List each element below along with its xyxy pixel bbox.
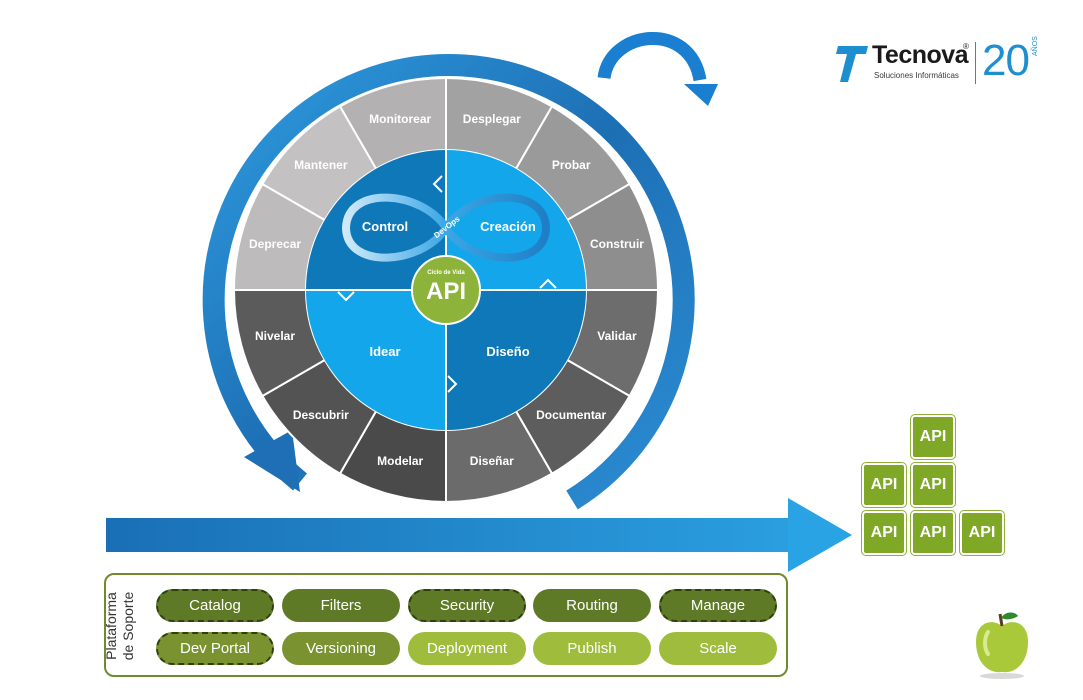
- pill-versioning: Versioning: [282, 632, 400, 665]
- platform-label-line2: de Soporte: [120, 591, 136, 661]
- arrow-right-bottom: [447, 375, 458, 393]
- center-circle: [411, 255, 481, 325]
- outer-ring: [232, 76, 660, 504]
- ring-label: Desplegar: [463, 112, 521, 126]
- arrow-up-right: [539, 278, 557, 289]
- quadrant-label-diseno: Diseño: [486, 344, 529, 359]
- arrow-down-left: [337, 291, 355, 302]
- api-block: API: [960, 511, 1004, 555]
- ring-label: Descubrir: [293, 408, 349, 422]
- pill-publish: Publish: [533, 632, 651, 665]
- ring-segment: [261, 105, 378, 222]
- logo-divider: [975, 42, 976, 84]
- ring-label: Probar: [552, 158, 591, 172]
- pill-filters: Filters: [282, 589, 400, 622]
- platform-label-line1: Plataforma: [103, 592, 119, 660]
- ring-label: Documentar: [536, 408, 606, 422]
- api-block: API: [911, 415, 955, 459]
- logo-years-label: AÑOS: [1032, 36, 1039, 56]
- platform-label: Plataforma de Soporte: [103, 574, 149, 678]
- quadrant-idear: [306, 290, 446, 430]
- quadrant-label-creacion: Creación: [480, 219, 536, 234]
- direction-arrows: [337, 175, 557, 393]
- quadrant-label-control: Control: [362, 219, 408, 234]
- ring-label: Validar: [597, 329, 637, 343]
- logo-subtitle: Soluciones Informáticas: [874, 71, 959, 80]
- ring-label: Nivelar: [255, 329, 295, 343]
- api-block: API: [911, 511, 955, 555]
- api-block: API: [862, 463, 906, 507]
- arrow-left-top: [432, 175, 443, 193]
- pill-scale: Scale: [659, 632, 777, 665]
- ring-label: Diseñar: [470, 454, 514, 468]
- center-title: API: [426, 278, 466, 305]
- apple-icon: [976, 612, 1028, 679]
- ring-label: Construir: [590, 237, 644, 251]
- ring-label: Monitorear: [369, 112, 431, 126]
- api-block: API: [862, 511, 906, 555]
- logo-registered-mark: ®: [963, 42, 969, 51]
- cycle-arrow: [202, 32, 718, 510]
- infinity-loop: [341, 193, 551, 262]
- tecnova-logo: Tecnova ® Soluciones Informáticas 20 AÑO…: [836, 36, 1056, 90]
- ring-label: Mantener: [294, 158, 348, 172]
- center-subtitle: Ciclo de Vida: [427, 270, 465, 276]
- pill-manage: Manage: [659, 589, 777, 622]
- ring-label: Modelar: [377, 454, 423, 468]
- api-block: API: [911, 463, 955, 507]
- pill-security: Security: [408, 589, 526, 622]
- ring-label: Deprecar: [249, 237, 301, 251]
- quadrant-diseno: [446, 290, 586, 430]
- main-arrow: [106, 498, 852, 572]
- pill-dev-portal: Dev Portal: [156, 632, 274, 665]
- pill-deployment: Deployment: [408, 632, 526, 665]
- quadrant-label-idear: Idear: [369, 344, 400, 359]
- logo-name: Tecnova: [872, 41, 969, 69]
- pill-routing: Routing: [533, 589, 651, 622]
- tecnova-logo-icon: [836, 46, 868, 82]
- pill-catalog: Catalog: [156, 589, 274, 622]
- logo-years: 20: [982, 36, 1030, 85]
